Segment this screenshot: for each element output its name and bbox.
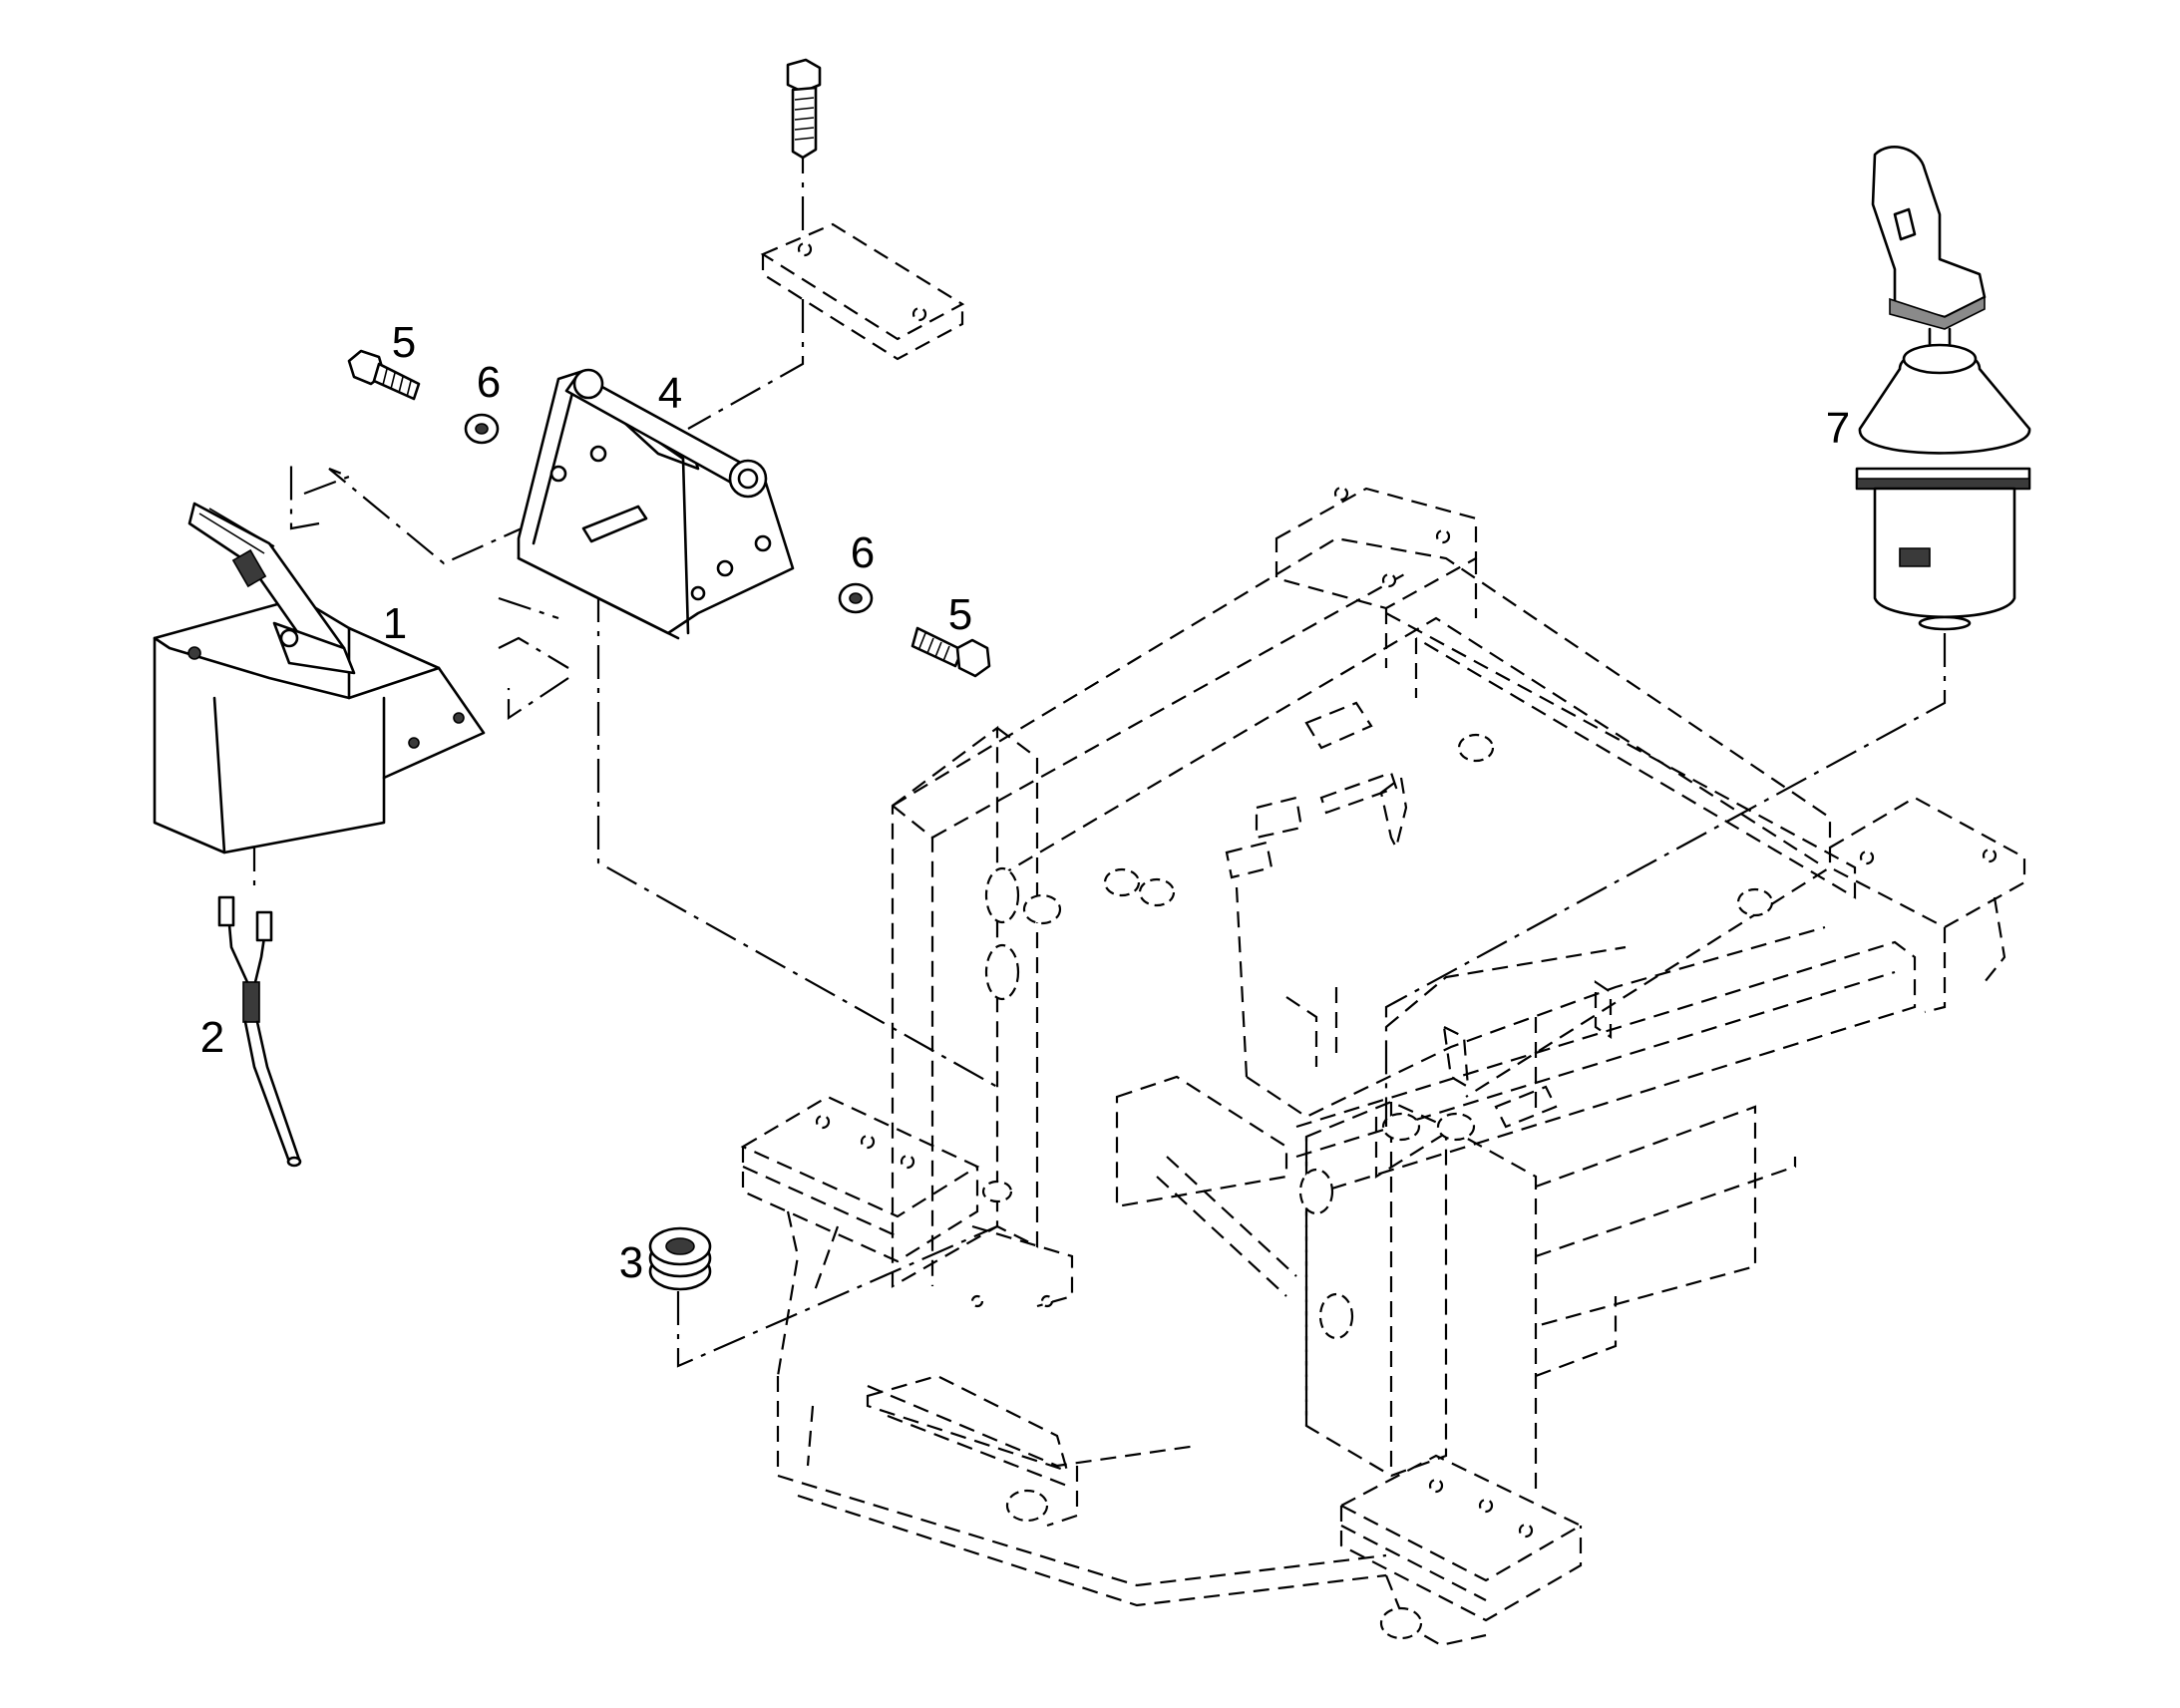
- callout-2: 2: [199, 1013, 225, 1062]
- part-5-bolt-lower: [910, 626, 991, 678]
- callout-6-upper: 6: [476, 358, 502, 407]
- callout-1: 1: [382, 599, 408, 648]
- top-bolt: [786, 58, 822, 160]
- frame-holes: [815, 486, 1998, 1640]
- part-4-bracket: [517, 368, 795, 640]
- leader-lines: [252, 140, 1947, 1368]
- top-plate: [760, 222, 965, 361]
- part-7-joystick: [1855, 146, 2031, 631]
- callout-5-lower: 5: [947, 590, 973, 639]
- machine-frame: [740, 487, 2026, 1647]
- part-6-washer-upper: [464, 413, 500, 445]
- part-1-pedal-housing: [153, 502, 486, 854]
- callout-5-upper: 5: [391, 318, 417, 367]
- callout-3: 3: [618, 1238, 644, 1287]
- part-6-washer-lower: [838, 582, 874, 614]
- part-5-bolt-upper: [347, 349, 421, 401]
- callout-4: 4: [657, 369, 683, 418]
- frame-tabs: [866, 701, 1613, 1473]
- part-2-wire-harness: [217, 895, 302, 1168]
- callout-7: 7: [1825, 404, 1851, 453]
- callout-6-lower: 6: [850, 528, 876, 577]
- part-3-grommet: [648, 1226, 712, 1291]
